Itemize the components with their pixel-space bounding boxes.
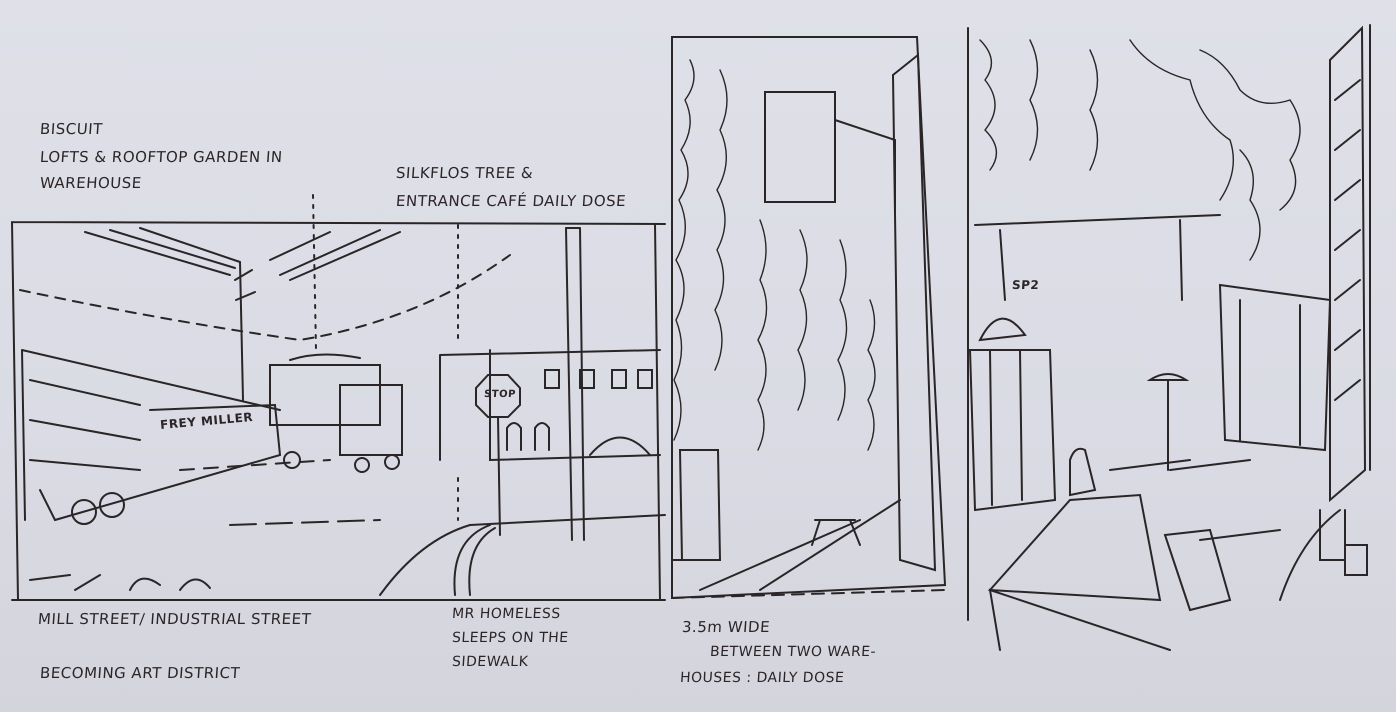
- shop-sign-label: SP2: [1011, 278, 1040, 292]
- becoming-art-district-caption: BECOMING ART DISTRICT: [39, 664, 241, 682]
- alley-width-caption: 3.5m WIDE: [681, 618, 771, 636]
- panel-courtyard: [967, 24, 1371, 651]
- silkfloss-line1: SILKFLOS TREE &: [395, 164, 534, 182]
- homeless-line2: SLEEPS ON THE: [451, 630, 570, 646]
- silkfloss-line2: ENTRANCE CAFÉ DAILY DOSE: [395, 192, 627, 210]
- biscuit-line3: WAREHOUSE: [39, 174, 143, 192]
- stop-sign-label: STOP: [483, 389, 517, 400]
- homeless-line3: SIDEWALK: [451, 654, 529, 670]
- panel-mill-street: [11, 194, 666, 601]
- panel-frame: [11, 221, 666, 601]
- biscuit-title: BISCUIT: [39, 120, 104, 138]
- panel-alley: [671, 36, 947, 600]
- mill-street-caption: MILL STREET/ INDUSTRIAL STREET: [37, 610, 312, 628]
- homeless-line1: MR HOMELESS: [451, 606, 562, 622]
- alley-line3: HOUSES : DAILY DOSE: [679, 670, 845, 686]
- biscuit-line2: LOFTS & ROOFTOP GARDEN IN: [39, 148, 284, 166]
- alley-line2: BETWEEN TWO WARE-: [709, 644, 877, 660]
